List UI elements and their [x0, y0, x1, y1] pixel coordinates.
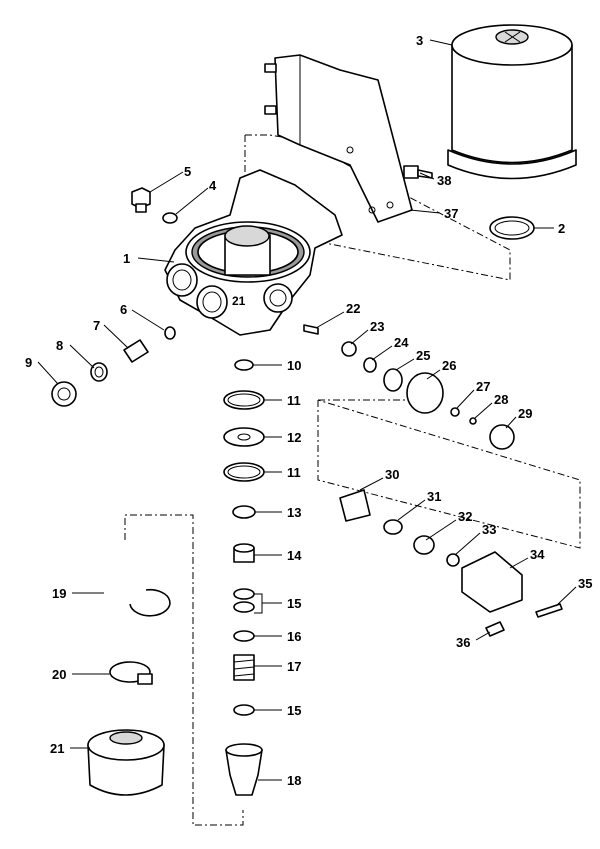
callout-36: 36	[456, 635, 470, 650]
callout-24: 24	[394, 335, 409, 350]
part-9-nut	[51, 381, 77, 407]
part-7-valve	[123, 339, 149, 363]
callout-31: 31	[427, 489, 441, 504]
part-1-housing: 21	[164, 169, 343, 336]
callout-14: 14	[287, 548, 302, 563]
part-21-heater	[87, 729, 165, 796]
callout-15b: 15	[287, 703, 301, 718]
callout-4: 4	[209, 178, 217, 193]
callout-34: 34	[530, 547, 545, 562]
part-26-diaphragm	[406, 372, 444, 414]
part-6-seal	[164, 326, 176, 340]
callout-20: 20	[52, 667, 66, 682]
part-20-clamp	[109, 661, 153, 685]
part-33-oring	[446, 553, 460, 567]
part-17-spring	[233, 654, 255, 681]
callout-19: 19	[52, 586, 66, 601]
callout-5: 5	[184, 164, 191, 179]
part-27-ring	[450, 407, 460, 417]
callout-30: 30	[385, 467, 399, 482]
callout-38: 38	[437, 173, 451, 188]
leader-lines	[37, 39, 577, 781]
part-11b-oring	[223, 462, 265, 482]
callout-1: 1	[123, 251, 130, 266]
callout-11a: 11	[287, 393, 301, 408]
callout-8: 8	[56, 338, 63, 353]
part-30-spring	[339, 489, 371, 522]
part-19-snap-ring	[129, 588, 171, 617]
callout-35: 35	[578, 576, 592, 591]
part-12-disc	[223, 427, 265, 447]
callout-11b: 11	[287, 465, 301, 480]
part-11a-oring	[223, 390, 265, 410]
part-16-ring	[233, 630, 255, 642]
callout-37: 37	[444, 206, 458, 221]
callout-25: 25	[416, 348, 430, 363]
callout-17: 17	[287, 659, 301, 674]
part-37-bracket	[264, 54, 413, 223]
part-18-cartridge-valve	[225, 743, 263, 796]
callout-7: 7	[93, 318, 100, 333]
callout-16: 16	[287, 629, 301, 644]
part-35-screw	[535, 603, 563, 618]
part-34-cover	[461, 551, 523, 613]
callout-23: 23	[370, 319, 384, 334]
callout-6: 6	[120, 302, 127, 317]
part-3-cartridge	[447, 24, 577, 180]
part-13-seal	[232, 505, 256, 519]
part-5-plug	[131, 187, 151, 213]
callout-27: 27	[476, 379, 490, 394]
part-2-oring	[489, 216, 535, 240]
part-29-cap	[489, 424, 515, 450]
part-31-washer	[383, 519, 403, 535]
part-23-seat	[341, 341, 357, 357]
housing-port-mark: 21	[232, 294, 246, 308]
callout-13: 13	[287, 505, 301, 520]
part-22-bolt	[303, 324, 319, 335]
callout-2: 2	[558, 221, 565, 236]
callout-22: 22	[346, 301, 360, 316]
callout-28: 28	[494, 392, 508, 407]
callout-9: 9	[25, 355, 32, 370]
part-24-spring	[363, 357, 377, 373]
callout-33: 33	[482, 522, 496, 537]
callout-18: 18	[287, 773, 301, 788]
callout-29: 29	[518, 406, 532, 421]
callout-12: 12	[287, 430, 301, 445]
callout-32: 32	[458, 509, 472, 524]
callout-labels: 1 2 3 4 5 6 7 8 9 10 11 11 12 13 14 15 1…	[25, 33, 592, 788]
callout-15a: 15	[287, 596, 301, 611]
part-4-seal	[162, 212, 178, 224]
part-10-washer	[234, 359, 254, 371]
callout-3: 3	[416, 33, 423, 48]
part-36-screw	[485, 621, 505, 637]
callout-10: 10	[287, 358, 301, 373]
part-28-ring	[469, 417, 477, 425]
callout-26: 26	[442, 358, 456, 373]
part-15b-seal	[233, 704, 255, 716]
part-25-disc	[383, 368, 403, 392]
part-14-piston	[233, 543, 255, 563]
callout-21: 21	[50, 741, 64, 756]
part-15a-seals	[233, 588, 255, 613]
part-8-spring	[90, 362, 108, 382]
part-32-valve	[413, 535, 435, 555]
part-38-screw	[403, 165, 433, 179]
